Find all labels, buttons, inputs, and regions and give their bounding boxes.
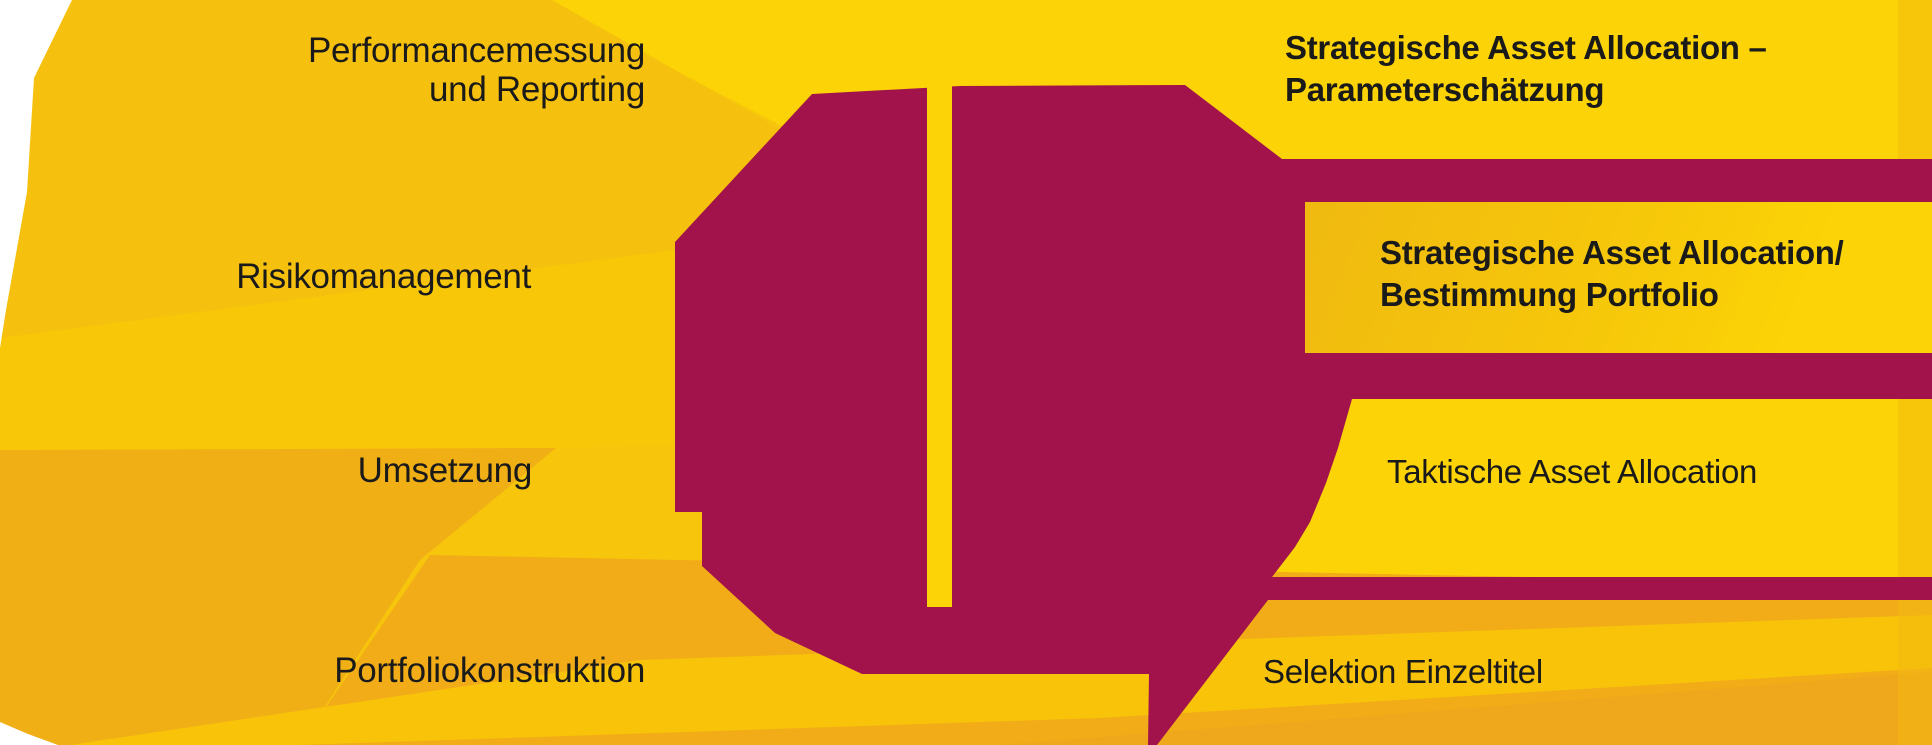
- label-line: Umsetzung: [357, 451, 533, 490]
- facet-bottomright-dark: [1000, 672, 1932, 745]
- label-selektion-einzeltitel: Selektion Einzeltitel: [1263, 651, 1543, 693]
- facet-dark-lowerleft: [0, 448, 556, 745]
- label-saa-parameterschaetzung: Strategische Asset Allocation – Paramete…: [1285, 27, 1767, 111]
- label-line: Portfoliokonstruktion: [334, 651, 645, 690]
- label-line: Selektion Einzeltitel: [1263, 653, 1543, 690]
- label-line: und Reporting: [429, 70, 645, 109]
- circle-slit: [927, 83, 952, 607]
- boxed-label-line: Strategische Asset Allocation/: [1380, 233, 1844, 271]
- label-risikomanagement: Risikomanagement: [236, 257, 531, 296]
- label-line: Risikomanagement: [236, 257, 531, 296]
- label-performancemessung-reporting: Performancemessung und Reporting: [308, 31, 645, 109]
- white-sliver-bottomleft: [0, 722, 58, 745]
- label-line: Parameterschätzung: [1285, 71, 1605, 108]
- facet-mustard-topleft: [0, 0, 830, 338]
- label-line: Performancemessung: [308, 31, 645, 70]
- label-taktische-asset-allocation: Taktische Asset Allocation: [1387, 451, 1757, 493]
- highlighted-step-box: Strategische Asset Allocation/ Bestimmun…: [1305, 202, 1932, 353]
- label-portfoliokonstruktion: Portfoliokonstruktion: [334, 651, 645, 690]
- white-sliver-topleft: [0, 0, 72, 348]
- facet-bottom-bright-sweep: [70, 615, 1932, 745]
- label-line: Strategische Asset Allocation –: [1285, 29, 1767, 66]
- label-line: Taktische Asset Allocation: [1387, 453, 1758, 490]
- boxed-label-line: Bestimmung Portfolio: [1380, 275, 1719, 313]
- label-umsetzung: Umsetzung: [357, 451, 533, 490]
